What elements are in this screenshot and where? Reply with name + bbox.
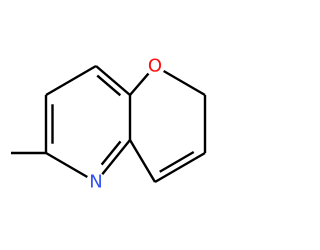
bond-c4-c4a: [128, 139, 157, 183]
bond-c8-o1: [129, 72, 150, 96]
atom-label-o1: O: [148, 56, 162, 77]
bond-c7-c8: [95, 65, 131, 96]
bond-c4a-n1: [101, 139, 131, 175]
bond-c3-c4-inner: [159, 150, 195, 173]
atom-labels-layer: ON: [89, 56, 162, 193]
bond-o1-c2: [163, 69, 206, 97]
bond-n1-c5: [45, 151, 88, 179]
atom-label-n1: N: [89, 172, 102, 193]
bond-c6-c7: [45, 64, 97, 97]
bonds-layer: [11, 64, 207, 184]
bond-c4a-n1-inner: [100, 140, 122, 166]
bond-c3-c4: [154, 151, 206, 184]
molecule-structure: ON: [11, 56, 207, 193]
bond-c7-c8-inner: [96, 74, 122, 97]
